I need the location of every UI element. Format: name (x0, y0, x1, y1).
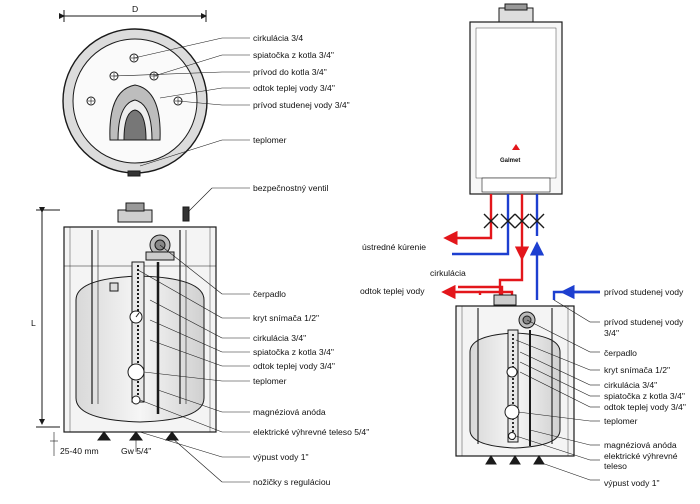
sys-label-heating: ústredné kúrenie (362, 242, 427, 252)
side-label-feet: nožičky s reguláciou (253, 477, 331, 487)
side-label-hot-out: odtok teplej vody 3/4" (253, 361, 335, 371)
sys-label-cold-in-2: prívod studenej vody (604, 317, 684, 327)
sys-label-heater-b: teleso (604, 461, 627, 471)
sys-label-cold-in: prívod studenej vody (604, 287, 684, 297)
sys-label-drain: výpust vody 1" (604, 478, 660, 488)
dimension-l: L (31, 318, 36, 328)
sys-label-heater: elektrické výhrevné (604, 451, 678, 461)
side-label-sensor: kryt snímača 1/2" (253, 313, 320, 323)
top-label-cold-in: prívod studenej vody 3/4" (253, 100, 350, 110)
sys-label-anode: magnéziová anóda (604, 440, 677, 450)
sys-label-return: spiatočka z kotla 3/4" (604, 391, 685, 401)
dimension-foot: 25-40 mm (60, 446, 99, 456)
sys-label-thermo: teplomer (604, 416, 638, 426)
sys-label-circulation: cirkulácia (430, 268, 466, 278)
sys-label-hot-water: odtok teplej vody (360, 286, 425, 296)
side-label-thermometer: teplomer (253, 376, 287, 386)
top-label-return: spiatočka z kotla 3/4" (253, 50, 334, 60)
top-label-hot-out: odtok teplej vody 3/4" (253, 83, 335, 93)
top-label-supply: prívod do kotla 3/4" (253, 67, 327, 77)
side-label-pump: čerpadlo (253, 289, 286, 299)
side-label-safety-valve: bezpečnostný ventil (253, 183, 329, 193)
top-label-thermometer: teplomer (253, 135, 287, 145)
side-label-heater: elektrické výhrevné teleso 5/4" (253, 427, 370, 437)
sys-label-pump: čerpadlo (604, 348, 637, 358)
side-view (36, 187, 250, 483)
top-label-circulation: cirkulácia 3/4 (253, 33, 304, 43)
small-tank (455, 294, 600, 481)
sys-label-sensor: kryt snímača 1/2" (604, 365, 671, 375)
boiler (469, 3, 563, 195)
piping (441, 194, 600, 300)
side-label-circulation: cirkulácia 3/4" (253, 333, 307, 343)
sys-label-cold-in-2b: 3/4" (604, 328, 619, 338)
side-label-return: spiatočka z kotla 3/4" (253, 347, 334, 357)
top-view (59, 10, 250, 177)
sys-label-hot-out: odtok teplej vody 3/4" (604, 402, 686, 412)
brand-logo: Galmet (500, 158, 521, 164)
side-label-drain: výpust vody 1" (253, 452, 309, 462)
dimension-drain: Gw 5/4" (121, 446, 152, 456)
dimension-d: D (132, 4, 139, 14)
side-label-anode: magnéziová anóda (253, 407, 326, 417)
sys-label-circ: cirkulácia 3/4" (604, 380, 658, 390)
